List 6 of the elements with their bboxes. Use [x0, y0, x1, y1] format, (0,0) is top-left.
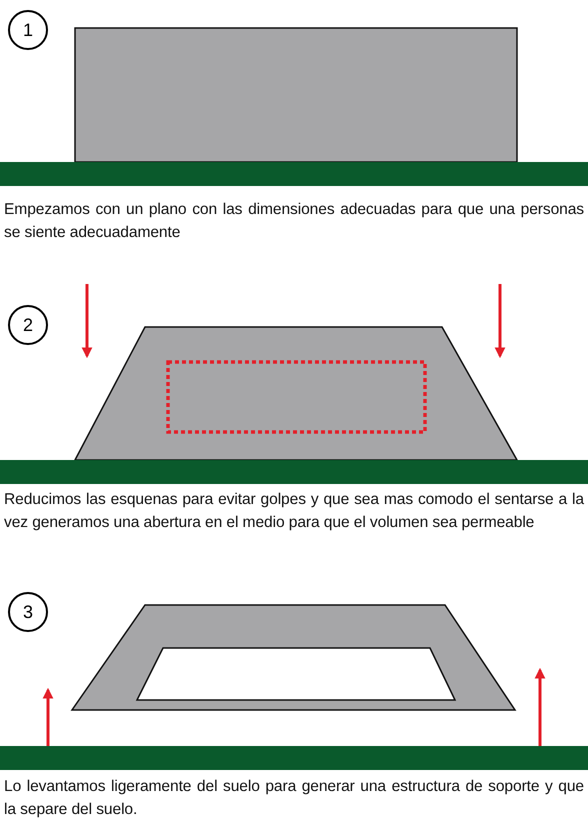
step-description: Empezamos con un plano con las dimensiones adecuadas para que una personas se siente adecuadamente	[4, 200, 584, 243]
step-number: 1	[8, 10, 48, 50]
step-description: Lo levantamos ligeramente del suelo para generar una estructura de soporte y que la separe del suelo.	[4, 777, 584, 820]
step-number: 3	[8, 592, 48, 632]
step-number: 2	[8, 305, 48, 345]
step-description: Reducimos las esquenas para evitar golpes y que sea mas comodo el sentarse a la vez generamos una abertura en el medio para que el volumen sea permeable	[4, 490, 584, 533]
